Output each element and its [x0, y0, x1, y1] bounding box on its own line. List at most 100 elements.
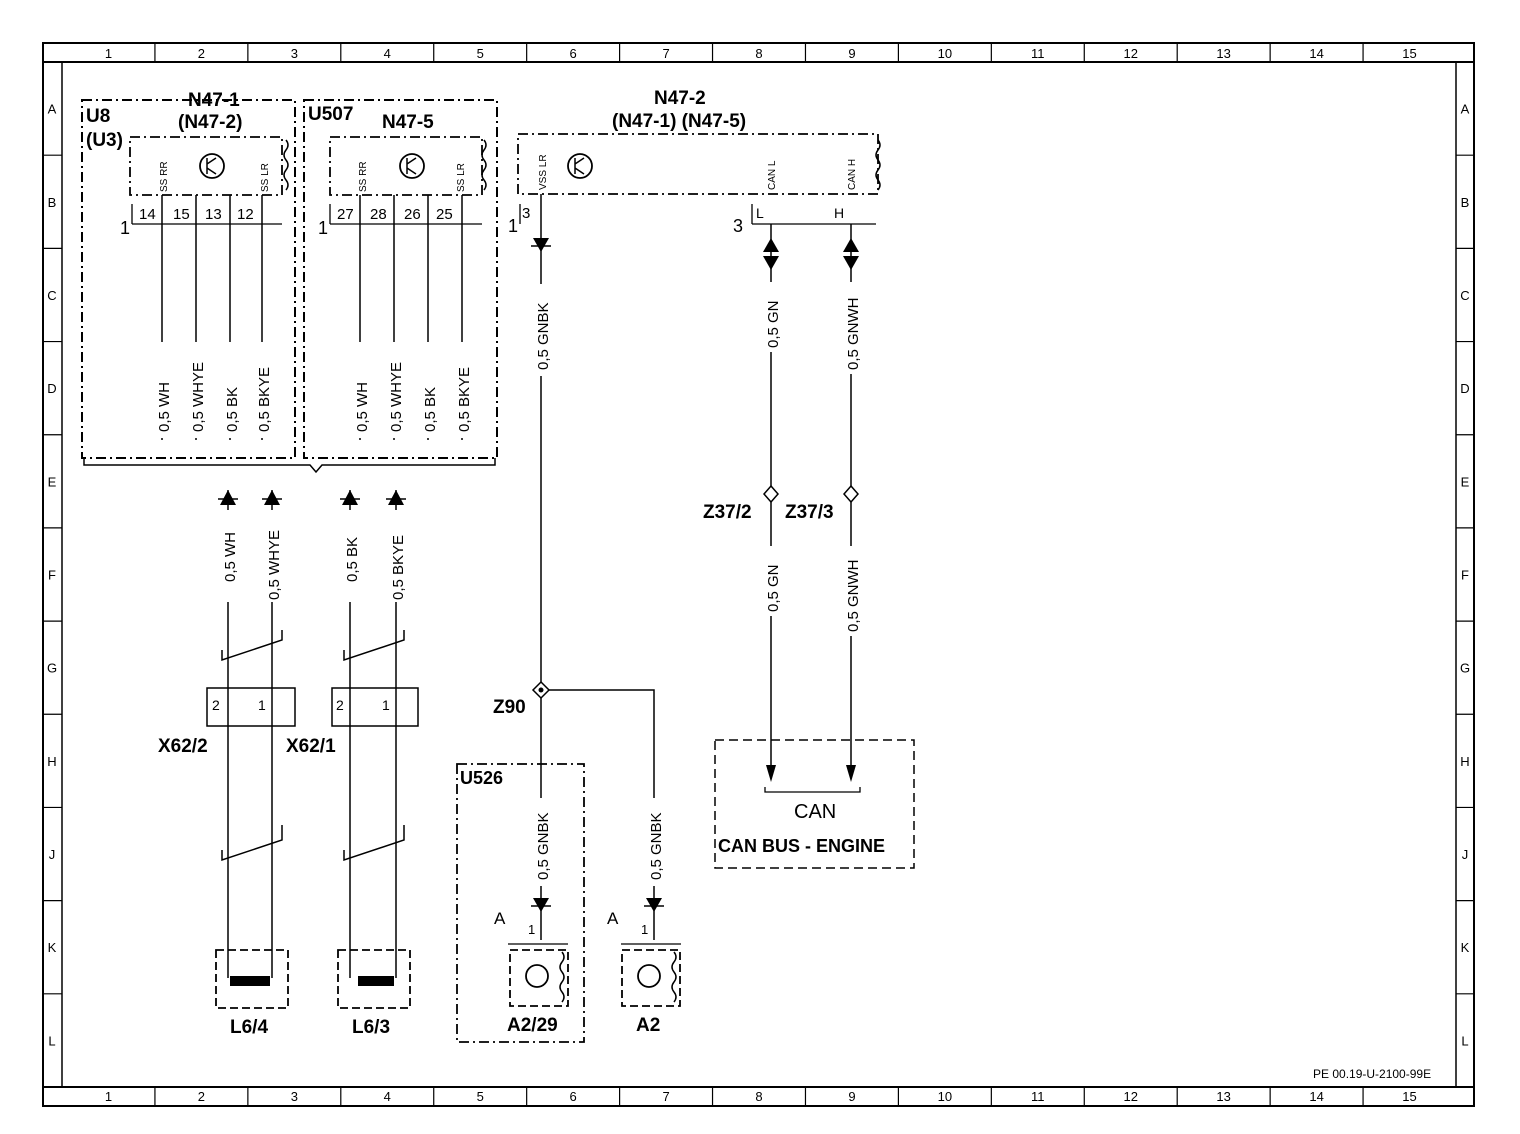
column-label-top: 11: [1031, 46, 1045, 61]
row-label-left: A: [48, 102, 57, 117]
column-label-bottom: 6: [570, 1089, 577, 1104]
n47-2-title: N47-2: [654, 88, 706, 109]
gnbk-u526-label-bg: [532, 798, 550, 886]
n47-5-ss-lr-label: SS LR: [456, 163, 467, 192]
gnbk-u526-label: 0,5 GNBK: [535, 812, 552, 880]
u507-box: [303, 99, 498, 459]
n47-1-wire-wh-label: 0,5 WH: [156, 382, 173, 432]
l6-4-box: [215, 949, 289, 1009]
n47-2-can-pin-h: H: [834, 205, 844, 221]
a2-pin-1: 1: [641, 922, 648, 937]
row-label-left: L: [48, 1033, 55, 1048]
column-label-top: 10: [938, 46, 952, 61]
n47-1-pin-15: 15: [173, 206, 190, 223]
column-label-bottom: 12: [1123, 1089, 1137, 1104]
l6-4-coil-icon: [230, 976, 270, 986]
n47-5-transistor-icon: [399, 153, 425, 179]
row-label-right: B: [1461, 195, 1470, 210]
x62-1-pin-1: 1: [382, 697, 390, 713]
a2-label: A2: [636, 1015, 660, 1036]
reference-code: PE 00.19-U-2100-99E: [1313, 1067, 1431, 1081]
gnbk-a2-label-bg: [645, 798, 663, 886]
n47-5-shield-squiggle: [481, 139, 487, 191]
l6-4-wire-wh-label: 0,5 WH: [222, 532, 239, 582]
n47-5-pin-27: 27: [337, 206, 354, 223]
row-label-right: E: [1461, 474, 1470, 489]
row-label-right: J: [1462, 847, 1469, 862]
n47-2-can-l-label: CAN L: [767, 160, 778, 190]
row-label-right: F: [1461, 568, 1469, 583]
gnbk-a2-label: 0,5 GNBK: [648, 812, 665, 880]
column-label-top: 7: [662, 46, 669, 61]
n47-1-wire-bk-label: 0,5 BK: [224, 387, 241, 432]
can-gnwh-top-label-bg: [842, 282, 860, 374]
n47-1-wire-whye-label: 0,5 WHYE: [190, 362, 207, 432]
row-label-left: J: [49, 847, 56, 862]
n47-5-transistor-leads: [406, 157, 417, 175]
mid-left-wires: [221, 490, 405, 978]
mid-left-wire-label-bgs: [219, 510, 405, 602]
a2-29-pin-1: 1: [528, 922, 535, 937]
n47-1-title: N47-1: [188, 90, 240, 111]
column-label-top: 4: [384, 46, 391, 61]
n47-2-pin-3: 3: [522, 205, 530, 222]
z37-2-splice-icon: [763, 484, 779, 504]
z90-label: Z90: [493, 697, 526, 718]
column-dividers: [154, 43, 1364, 1106]
l6-4-wire-whye-label: 0,5 WHYE: [266, 530, 283, 600]
n47-1-pin-14: 14: [139, 206, 156, 223]
x62-1-connector: [331, 687, 419, 727]
x62-2-pin-2: 2: [212, 697, 220, 713]
a2-squiggle: [671, 951, 677, 1003]
gnbk-top-label-bg: [532, 284, 550, 376]
a2-29-label: A2/29: [507, 1015, 558, 1036]
row-label-right: G: [1460, 661, 1470, 676]
can-gnwh-mid-label: 0,5 GNWH: [845, 559, 862, 632]
x62-1-label: X62/1: [286, 736, 336, 757]
column-label-bottom: 7: [662, 1089, 669, 1104]
column-label-bottom: 5: [477, 1089, 484, 1104]
row-label-left: G: [47, 661, 57, 676]
column-label-bottom: 2: [198, 1089, 205, 1104]
l6-3-coil-icon: [358, 976, 394, 986]
column-label-bottom: 9: [848, 1089, 855, 1104]
l6-4-label: L6/4: [230, 1017, 268, 1038]
row-label-left: K: [48, 940, 57, 955]
can-gn-arrow: [766, 765, 776, 782]
z37-3-label: Z37/3: [785, 502, 834, 523]
a2-connector-ref: A: [607, 909, 619, 928]
column-label-top: 2: [198, 46, 205, 61]
n47-2-transistor-leads: [574, 157, 585, 175]
group-bracket: [83, 458, 496, 474]
n47-1-transistor-leads: [206, 157, 217, 175]
n47-2-transistor-icon: [567, 153, 593, 179]
n47-5-sensor-box: [329, 136, 483, 196]
row-label-left: E: [48, 474, 57, 489]
column-label-bottom: 3: [291, 1089, 298, 1104]
gnbk-top-label: 0,5 GNBK: [535, 302, 552, 370]
row-label-left: B: [48, 195, 57, 210]
z90-branch-wire: [549, 689, 655, 940]
can-gnwh-arrow: [846, 765, 856, 782]
n47-1-transistor-icon: [199, 153, 225, 179]
n47-5-wire-bk-label: 0,5 BK: [422, 387, 439, 432]
a2-29-arrow: [533, 898, 549, 912]
n47-5-pin-26: 26: [404, 206, 421, 223]
row-label-right: A: [1461, 102, 1470, 117]
top-wire-label-bgs: [153, 342, 471, 438]
n47-2-sensor-box: [517, 133, 879, 195]
row-label-right: C: [1460, 288, 1469, 303]
n47-5-wire-bkye-label: 0,5 BKYE: [456, 367, 473, 432]
n47-5-connector-ref: 1: [318, 218, 328, 238]
column-label-bottom: 10: [938, 1089, 952, 1104]
x62-2-pin-1: 1: [258, 697, 266, 713]
column-label-bottom: 8: [755, 1089, 762, 1104]
column-label-top: 13: [1216, 46, 1230, 61]
column-label-bottom: 1: [105, 1089, 112, 1104]
row-label-left: H: [47, 754, 56, 769]
u8-box: [81, 99, 296, 459]
l6-3-label: L6/3: [352, 1017, 390, 1038]
